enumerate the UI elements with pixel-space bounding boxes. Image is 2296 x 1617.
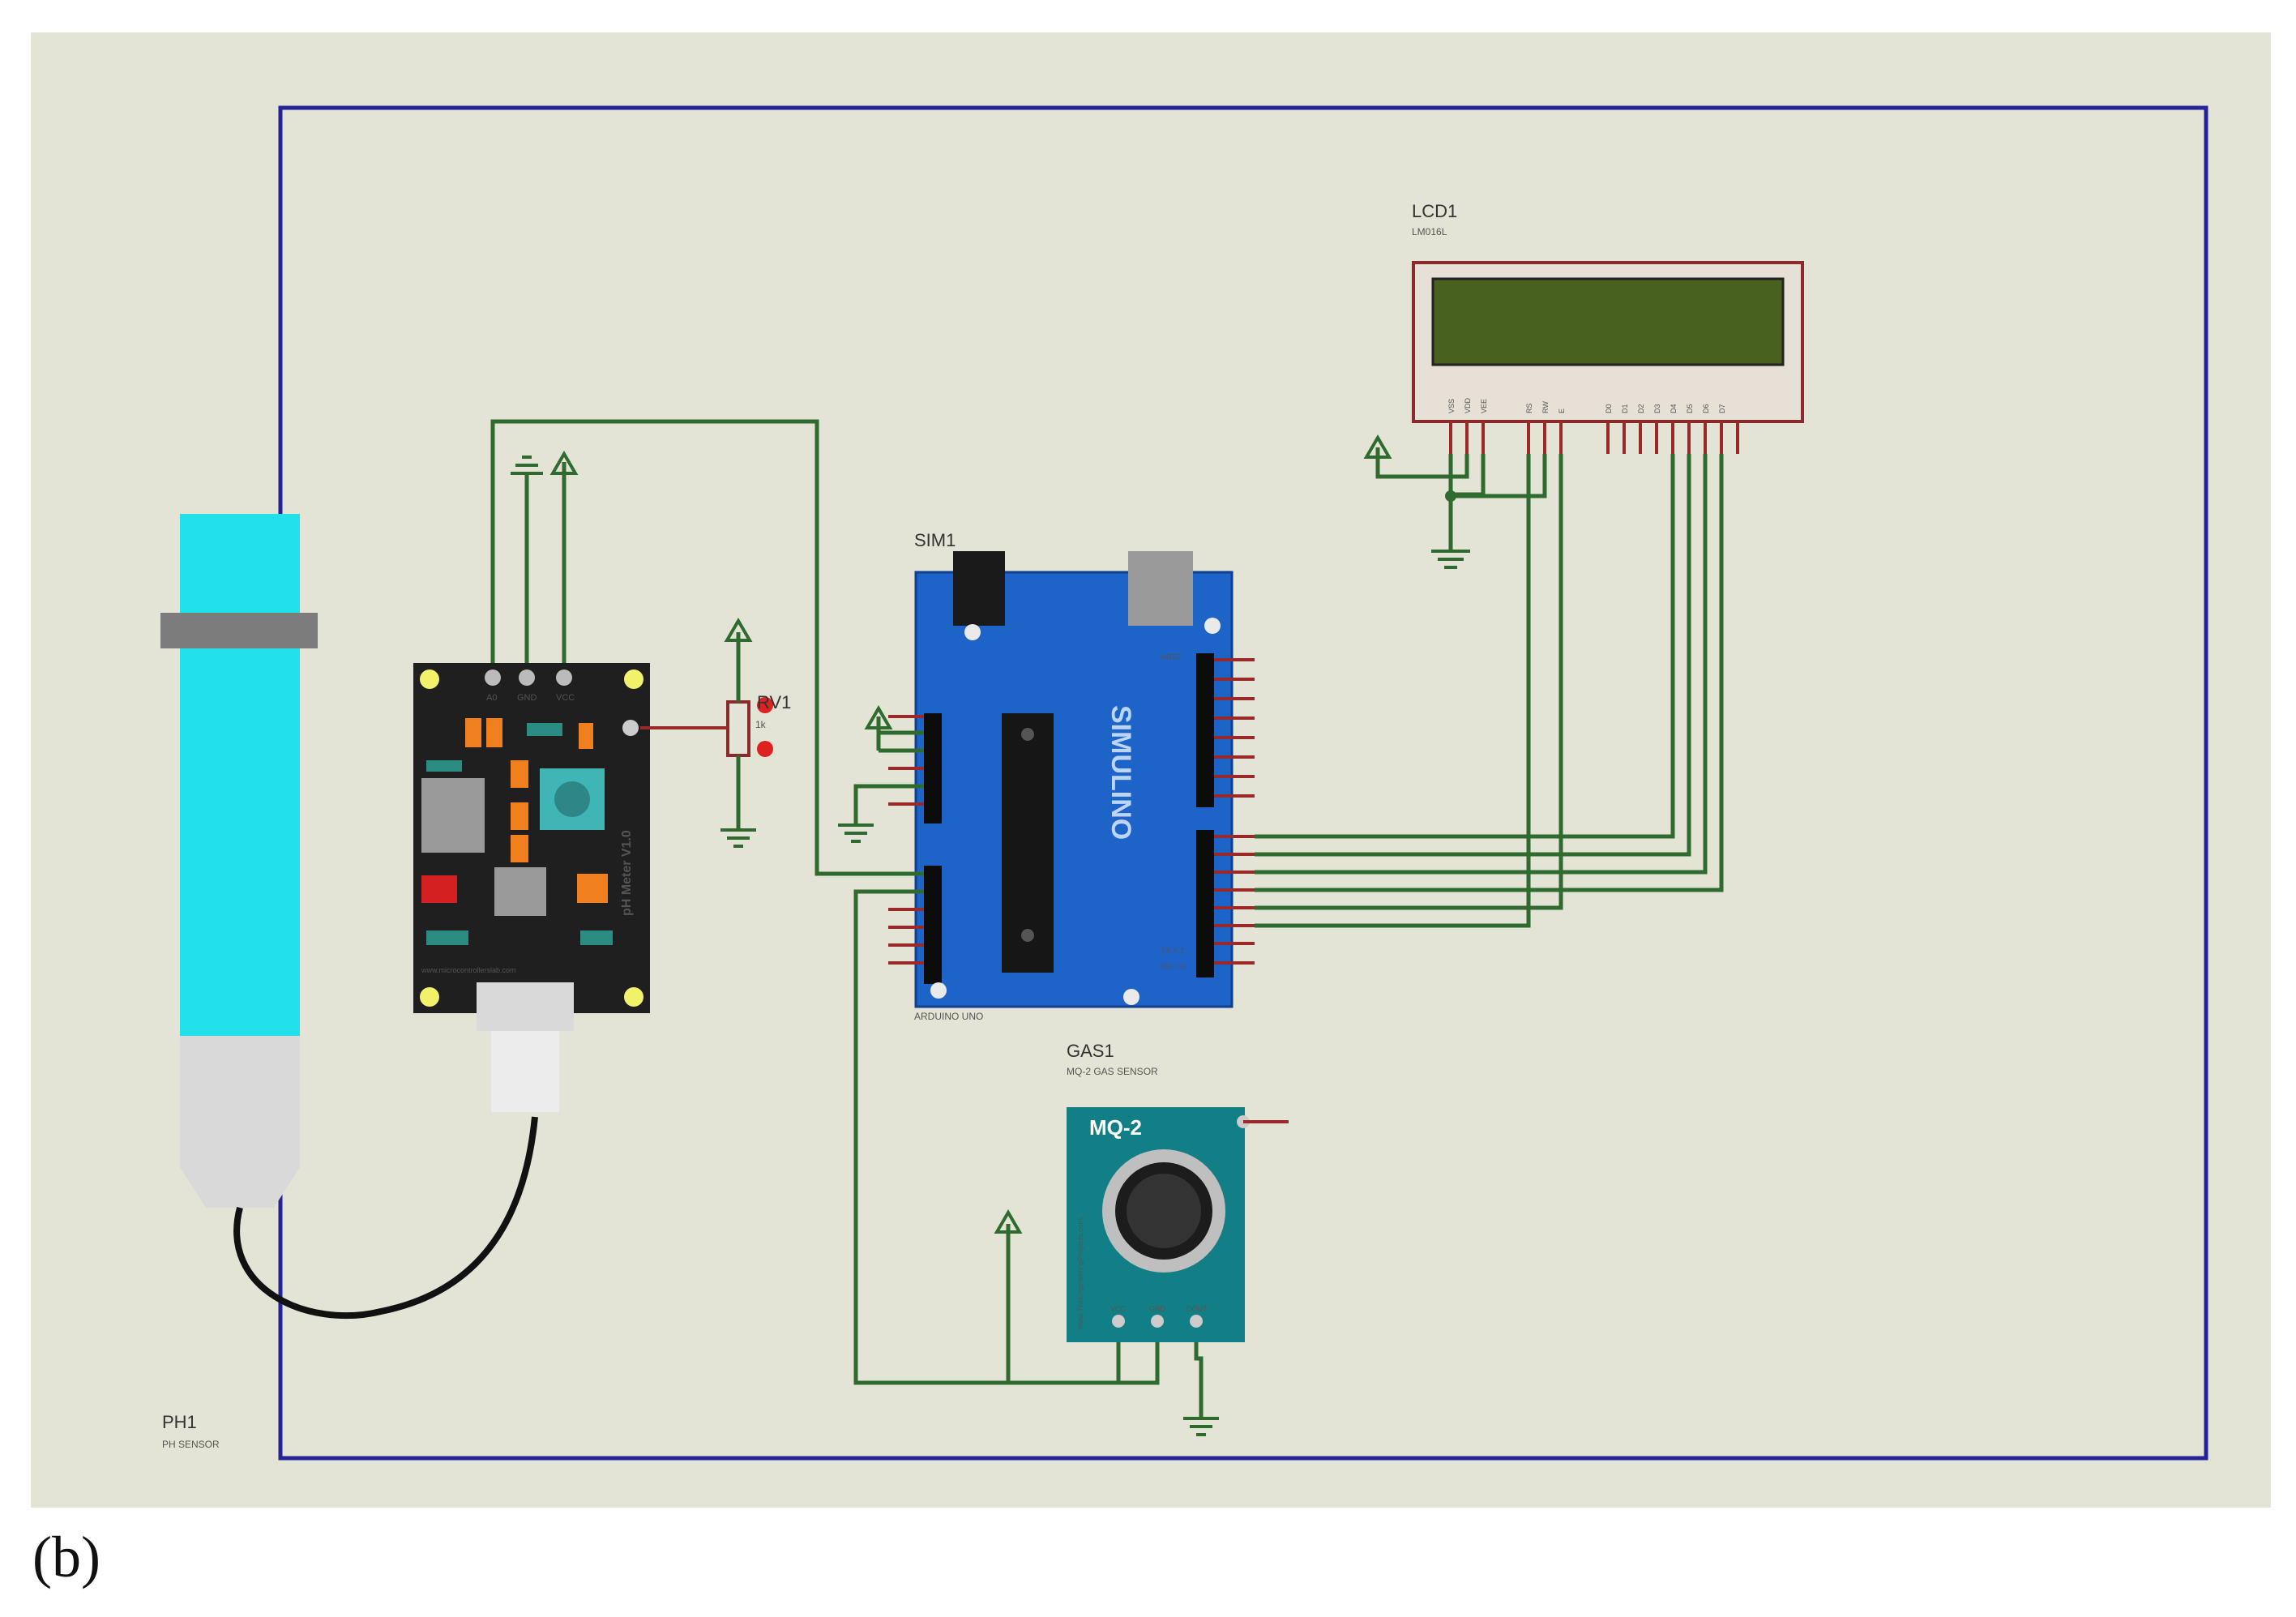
gas-pin-label: VCC bbox=[1110, 1305, 1127, 1313]
potentiometer-ref: RV1 bbox=[757, 692, 791, 712]
arduino-uno-board[interactable]: SIMULINO AREF TX < 1 RX < 0 bbox=[914, 551, 1234, 1008]
lcd-pin-label: D0 bbox=[1605, 404, 1613, 413]
lcd-pin-label: VEE bbox=[1480, 399, 1488, 413]
potentiometer-value: 1k bbox=[755, 719, 767, 730]
lcd-data-bus bbox=[1255, 454, 1724, 928]
ph-pin-label: A0 bbox=[486, 693, 497, 703]
arduino-5v-terminal bbox=[864, 705, 924, 753]
gas-sensor-part: MQ-2 GAS SENSOR bbox=[1067, 1066, 1158, 1077]
mq2-gas-sensor[interactable]: MQ-2 www.TheEngineeringProjects.com VCC … bbox=[1067, 1107, 1250, 1342]
ph-sensor-ref: PH1 bbox=[162, 1412, 197, 1432]
ph-board-url: www.microcontrollerslab.com bbox=[421, 966, 516, 974]
arduino-aref-label: AREF bbox=[1161, 653, 1182, 662]
lcd-part: LM016L bbox=[1412, 226, 1447, 237]
ph-ground-terminal bbox=[511, 456, 543, 663]
lcd-pin-label: D6 bbox=[1702, 404, 1710, 413]
lcd-pin-label: D7 bbox=[1718, 404, 1726, 413]
arduino-right-pins bbox=[1214, 658, 1255, 965]
gas-ground-terminal bbox=[1183, 1342, 1219, 1436]
lcd-pin-label: RS bbox=[1525, 403, 1533, 413]
lcd-pin-label: D4 bbox=[1670, 404, 1678, 413]
ph-probe[interactable] bbox=[160, 514, 538, 1320]
arduino-part: ARDUINO UNO bbox=[914, 1011, 983, 1022]
gas-vcc-tie bbox=[1118, 1342, 1160, 1385]
lcd-pins bbox=[1449, 421, 1739, 454]
lcd-ref: LCD1 bbox=[1412, 201, 1457, 221]
ph-sensor-part: PH SENSOR bbox=[162, 1439, 220, 1450]
ph-signal-wire bbox=[490, 419, 924, 876]
gas-power-terminal bbox=[994, 1209, 1121, 1385]
lcd-pin-label: E bbox=[1558, 409, 1566, 413]
lcd-power-network bbox=[1363, 434, 1547, 569]
ph-board-title: pH Meter V1.0 bbox=[620, 830, 634, 916]
ph-pin-label: VCC bbox=[556, 693, 575, 703]
lcd-pin-label: D2 bbox=[1637, 404, 1645, 413]
ph-pin-label: GND bbox=[517, 693, 537, 703]
lcd-display[interactable] bbox=[1412, 261, 1804, 423]
gas-pin-label: GND bbox=[1149, 1305, 1166, 1313]
arduino-logo-text: SIMULINO bbox=[1105, 705, 1136, 840]
arduino-rx-label: RX < 0 bbox=[1161, 963, 1186, 972]
lcd-pin-label: D1 bbox=[1621, 404, 1629, 413]
figure-caption: (b) bbox=[32, 1525, 100, 1589]
gas-side-url: www.TheEngineeringProjects.com bbox=[1076, 1218, 1084, 1330]
gas-pin-label: DOUT bbox=[1186, 1305, 1208, 1313]
potentiometer[interactable] bbox=[640, 618, 773, 848]
arduino-ref: SIM1 bbox=[914, 530, 956, 550]
lcd-pin-label: RW bbox=[1541, 401, 1550, 413]
lcd-pin-label: VDD bbox=[1464, 397, 1472, 413]
arduino-tx-label: TX < 1 bbox=[1161, 947, 1185, 956]
lcd-pin-label: VSS bbox=[1447, 399, 1456, 413]
lcd-pin-labels: VSS VDD VEE RS RW E D0 D1 D2 D3 D4 D5 D6… bbox=[1447, 397, 1726, 413]
lcd-pin-label: D5 bbox=[1686, 404, 1694, 413]
lcd-pin-label: D3 bbox=[1653, 404, 1661, 413]
gas-sensor-ref: GAS1 bbox=[1067, 1041, 1114, 1061]
ph-power-terminal bbox=[549, 451, 579, 663]
arduino-gnd-terminal bbox=[838, 784, 924, 843]
ph-meter-board[interactable]: A0 GND VCC pH Meter V1.0 www.microcontro… bbox=[413, 663, 650, 1112]
gas-board-title: MQ-2 bbox=[1089, 1115, 1142, 1140]
